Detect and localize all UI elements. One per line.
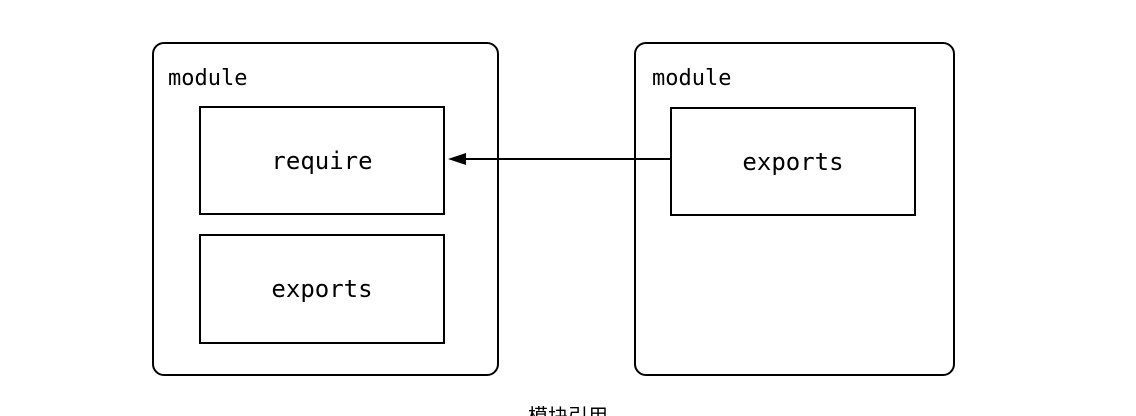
right-exports-box: exports xyxy=(670,107,916,216)
left-module-label: module xyxy=(168,66,248,91)
diagram-caption: 模块引用 xyxy=(528,404,608,416)
right-module-box: module exports xyxy=(634,42,955,376)
right-exports-label: exports xyxy=(742,147,844,176)
left-exports-label: exports xyxy=(271,275,373,303)
left-require-label: require xyxy=(271,146,373,175)
left-module-box: module require exports xyxy=(152,42,499,376)
right-module-label: module xyxy=(652,66,732,91)
left-exports-box: exports xyxy=(199,234,445,344)
left-require-box: require xyxy=(199,106,445,215)
